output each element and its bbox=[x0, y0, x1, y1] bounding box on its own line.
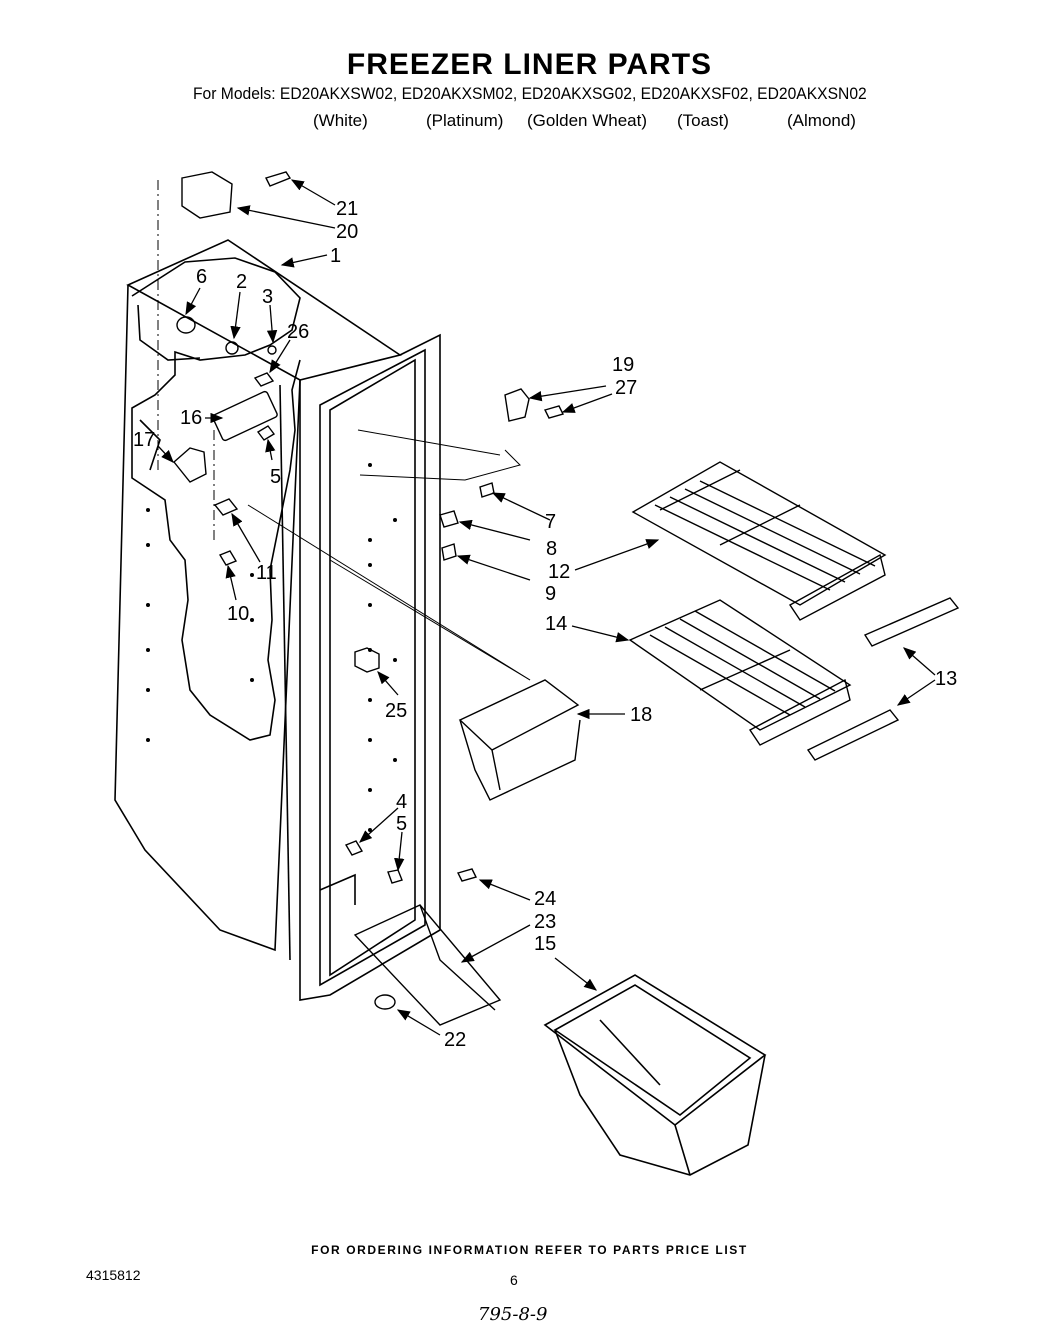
callout-3: 3 bbox=[262, 286, 273, 308]
callout-19: 19 bbox=[612, 354, 634, 376]
part-2-plug bbox=[225, 341, 239, 355]
callout-12: 12 bbox=[548, 561, 570, 583]
callout-9: 9 bbox=[545, 583, 556, 605]
handwritten-note: 795-8-9 bbox=[478, 1304, 548, 1325]
part-10-clip bbox=[218, 550, 238, 566]
callout-2: 2 bbox=[236, 271, 247, 293]
callout-23: 23 bbox=[534, 911, 556, 933]
part-16-bracket bbox=[212, 390, 278, 442]
part-8-clip bbox=[439, 510, 459, 528]
part-25-clip bbox=[354, 647, 380, 673]
models-line: For Models: ED20AKXSW02, ED20AKXSM02, ED… bbox=[193, 84, 867, 103]
document-number: 4315812 bbox=[86, 1267, 141, 1283]
page-number: 6 bbox=[510, 1272, 518, 1288]
callout-5-upper: 5 bbox=[270, 466, 281, 488]
part-9-clip bbox=[441, 543, 457, 561]
callout-18: 18 bbox=[630, 704, 652, 726]
color-toast: (Toast) bbox=[677, 111, 729, 130]
color-platinum: (Platinum) bbox=[426, 111, 504, 130]
color-white: (White) bbox=[313, 111, 368, 130]
callout-7: 7 bbox=[545, 511, 556, 533]
callout-6: 6 bbox=[196, 266, 207, 288]
callout-labels: 21 20 1 6 2 3 26 16 17 5 11 10 19 27 7 8… bbox=[133, 198, 957, 1051]
callout-8: 8 bbox=[546, 538, 557, 560]
part-20-bracket bbox=[181, 171, 233, 219]
callout-1: 1 bbox=[330, 245, 341, 267]
part-4-clip bbox=[344, 840, 364, 856]
part-24-screw bbox=[456, 868, 478, 882]
part-5-screw-upper bbox=[256, 425, 276, 441]
callout-25: 25 bbox=[385, 700, 407, 722]
bin-15 bbox=[543, 974, 767, 1176]
cover-18 bbox=[458, 679, 581, 801]
callout-14: 14 bbox=[545, 613, 567, 635]
callout-11: 11 bbox=[256, 562, 277, 584]
page-title: FREEZER LINER PARTS bbox=[346, 48, 713, 81]
ordering-info-footer: FOR ORDERING INFORMATION REFER TO PARTS … bbox=[311, 1243, 748, 1257]
leader-lines bbox=[157, 179, 936, 1036]
callout-16: 16 bbox=[180, 407, 202, 429]
callout-5-lower: 5 bbox=[396, 813, 407, 835]
part-3-plug bbox=[267, 345, 277, 355]
callout-10: 10 bbox=[227, 603, 249, 625]
wire-shelf-14 bbox=[628, 599, 852, 746]
part-27-screw bbox=[543, 405, 565, 419]
freezer-liner bbox=[114, 180, 531, 1001]
part-26-clip bbox=[253, 372, 275, 387]
callout-24: 24 bbox=[534, 888, 556, 910]
callout-21: 21 bbox=[336, 198, 358, 220]
callout-20: 20 bbox=[336, 221, 358, 243]
callout-27: 27 bbox=[615, 377, 637, 399]
part-11-stud bbox=[213, 498, 239, 516]
color-almond: (Almond) bbox=[787, 111, 856, 130]
color-golden-wheat: (Golden Wheat) bbox=[527, 111, 647, 130]
part-5-screw-lower bbox=[387, 869, 403, 884]
callout-22: 22 bbox=[444, 1029, 466, 1051]
part-22-plug bbox=[374, 994, 396, 1010]
callout-26: 26 bbox=[287, 321, 309, 343]
rail-13 bbox=[806, 597, 960, 761]
callout-17: 17 bbox=[133, 429, 155, 451]
part-6-plug bbox=[176, 316, 196, 334]
callout-4: 4 bbox=[396, 791, 407, 813]
part-19-bracket bbox=[504, 388, 530, 422]
wire-shelf-12 bbox=[631, 461, 887, 621]
rail-23 bbox=[353, 904, 502, 1026]
callout-13: 13 bbox=[935, 668, 957, 690]
part-7-clip bbox=[479, 482, 495, 498]
part-21-screw bbox=[265, 171, 292, 187]
callout-15: 15 bbox=[534, 933, 556, 955]
liner-small-parts bbox=[173, 171, 565, 1010]
part-17-bracket bbox=[173, 447, 207, 483]
